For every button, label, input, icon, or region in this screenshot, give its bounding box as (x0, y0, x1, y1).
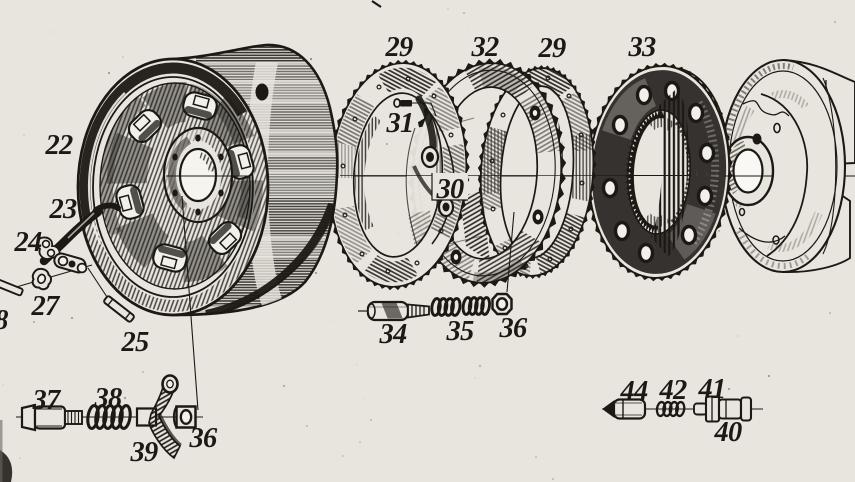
svg-text:34: 34 (379, 319, 407, 350)
svg-text:41: 41 (698, 374, 726, 405)
svg-text:37: 37 (32, 385, 62, 416)
svg-text:35: 35 (446, 316, 474, 347)
svg-text:33: 33 (628, 32, 656, 63)
svg-text:29: 29 (385, 32, 413, 63)
svg-text:30: 30 (436, 174, 464, 205)
svg-text:40: 40 (714, 417, 742, 448)
svg-text:27: 27 (31, 291, 61, 322)
svg-text:36: 36 (499, 313, 528, 344)
svg-text:23: 23 (49, 194, 77, 225)
svg-text:29: 29 (538, 33, 566, 64)
svg-text:42: 42 (659, 375, 687, 406)
svg-text:24: 24 (14, 227, 42, 258)
svg-text:39: 39 (130, 437, 158, 468)
svg-text:36: 36 (189, 423, 218, 454)
svg-text:22: 22 (45, 130, 73, 161)
svg-text:44: 44 (620, 376, 648, 407)
svg-text:8: 8 (0, 305, 8, 336)
svg-text:25: 25 (121, 327, 149, 358)
svg-text:38: 38 (94, 383, 122, 414)
svg-text:32: 32 (471, 32, 499, 63)
svg-text:31: 31 (386, 108, 414, 139)
